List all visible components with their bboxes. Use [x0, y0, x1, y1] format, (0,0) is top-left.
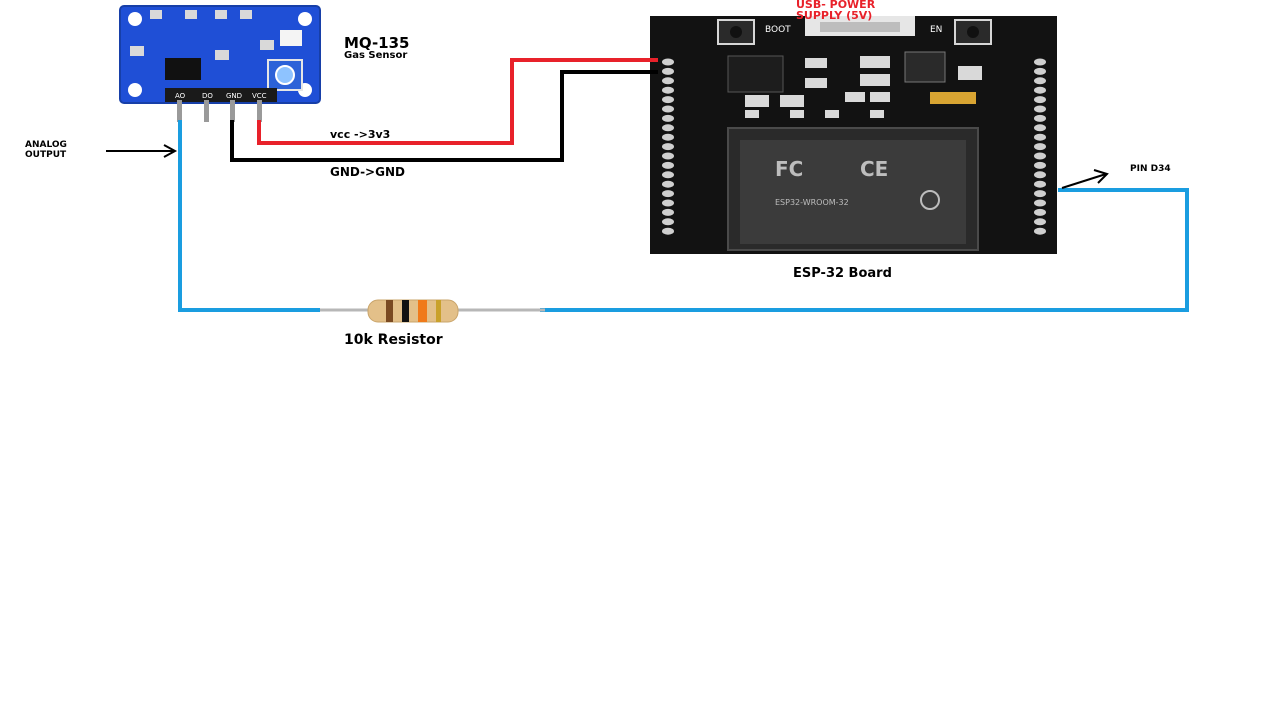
header-pin — [1034, 124, 1046, 132]
mq135-sensor-module: AO DO GND VCC — [119, 5, 321, 122]
header-pin — [1034, 180, 1046, 188]
espressif-logo-icon — [920, 190, 940, 210]
header-pin — [1034, 152, 1046, 160]
resistor-label: 10k Resistor — [344, 332, 443, 348]
header-pin — [662, 180, 674, 188]
header-pin — [662, 133, 674, 141]
header-pin — [1034, 143, 1046, 151]
header-pin — [1034, 77, 1046, 85]
esp32-board: BOOT EN FC CE ESP32-WROOM-32 — [650, 16, 1057, 254]
header-pin — [662, 67, 674, 75]
header-pin — [662, 199, 674, 207]
header-pin — [1034, 86, 1046, 94]
resistor-band-4 — [436, 300, 441, 322]
pin-label-gnd: GND — [226, 92, 242, 100]
header-pin — [1034, 218, 1046, 226]
vcc-wire — [257, 58, 658, 145]
sensor-chip — [165, 58, 201, 80]
pin-label-do: DO — [202, 92, 213, 100]
pin-vcc — [257, 100, 262, 122]
d34-signal-wire — [540, 188, 1189, 312]
header-pin — [1034, 114, 1046, 122]
header-pin — [1034, 199, 1046, 207]
header-pin — [1034, 227, 1046, 235]
header-pin — [662, 96, 674, 104]
pin-d34-arrow — [1061, 169, 1109, 189]
header-pin — [662, 171, 674, 179]
capacitor — [930, 92, 976, 104]
header-pin — [662, 161, 674, 169]
vcc-label: vcc ->3v3 — [330, 128, 391, 141]
header-pin — [1034, 105, 1046, 113]
header-pin — [662, 227, 674, 235]
analog-signal-wire — [178, 120, 320, 312]
header-pin — [1034, 133, 1046, 141]
header-pin — [662, 143, 674, 151]
header-pin — [1034, 96, 1046, 104]
header-pin — [1034, 171, 1046, 179]
header-pin — [662, 208, 674, 216]
pin-d34-label: PIN D34 — [1130, 164, 1171, 174]
header-pin — [662, 86, 674, 94]
resistor-band-2 — [402, 300, 409, 322]
header-pin — [1034, 58, 1046, 66]
header-pin — [662, 124, 674, 132]
pin-do — [204, 100, 209, 122]
header-pin — [662, 218, 674, 226]
header-pin — [662, 190, 674, 198]
analog-output-arrow — [106, 144, 178, 158]
board-label: ESP-32 Board — [793, 266, 892, 281]
header-pin — [662, 77, 674, 85]
right-pin-header — [1034, 58, 1046, 235]
pin-gnd — [230, 100, 235, 122]
gnd-wire — [230, 70, 658, 162]
analog-label-line2: OUTPUT — [25, 150, 67, 160]
header-pin — [662, 114, 674, 122]
resistor-band-3 — [418, 300, 427, 322]
header-pin — [662, 105, 674, 113]
resistor-10k — [320, 299, 545, 323]
header-pin — [1034, 161, 1046, 169]
pin-label-ao: AO — [175, 92, 186, 100]
analog-label-line1: ANALOG — [25, 140, 67, 150]
gnd-label: GND->GND — [330, 165, 405, 179]
left-pin-header — [662, 58, 674, 235]
pin-label-vcc: VCC — [252, 92, 267, 100]
header-pin — [1034, 190, 1046, 198]
usb-uart-chip — [727, 55, 784, 93]
boot-button — [717, 19, 755, 45]
power-label-line2: SUPPLY (5V) — [796, 9, 873, 22]
resistor-band-1 — [386, 300, 393, 322]
sensor-title: MQ-135 — [344, 34, 410, 52]
power-label-line1: USB- POWER — [796, 0, 876, 11]
boot-label: BOOT — [765, 25, 791, 35]
en-label: EN — [930, 25, 942, 35]
module-model-text: ESP32-WROOM-32 — [775, 198, 849, 207]
header-pin — [1034, 208, 1046, 216]
sensor-subtitle: Gas Sensor — [344, 50, 408, 61]
header-pin — [662, 58, 674, 66]
header-pin — [1034, 67, 1046, 75]
pin-ao — [177, 100, 182, 122]
fcc-mark-icon: FC — [775, 157, 803, 181]
header-pin — [662, 152, 674, 160]
ce-mark-icon: CE — [860, 157, 888, 181]
